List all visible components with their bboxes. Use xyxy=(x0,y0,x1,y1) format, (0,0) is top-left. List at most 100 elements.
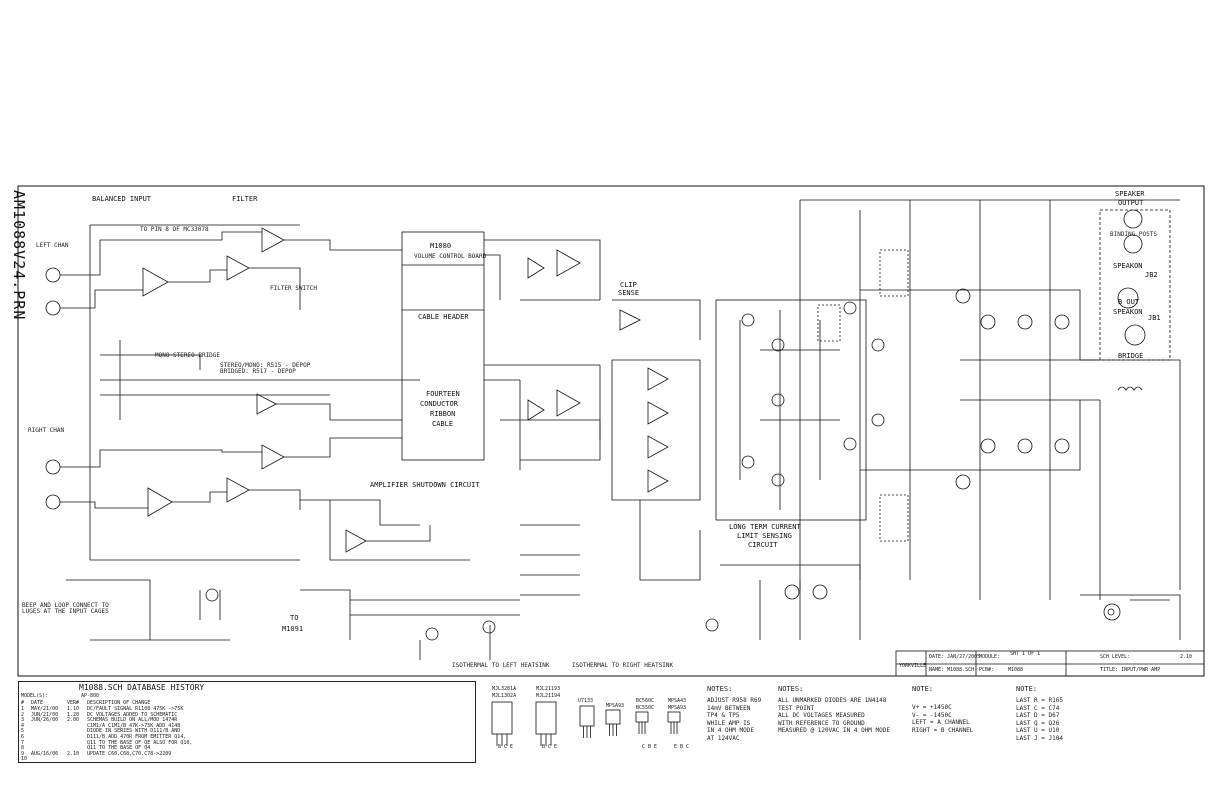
title-sch-level: SCH LEVEL: xyxy=(1100,654,1131,660)
label-circuit: CIRCUIT xyxy=(748,541,778,549)
db-row-cell: JUN/26/00 xyxy=(31,717,59,724)
label-speaker: SPEAKER xyxy=(1115,190,1145,198)
label-jb2: JB2 xyxy=(1145,271,1158,279)
db-row-cell: 1 xyxy=(21,706,25,712)
notes-2-title: NOTES: xyxy=(778,685,804,693)
db-header-3: DESCRIPTION OF CHANGE xyxy=(87,700,151,706)
package-name: U7133 xyxy=(578,698,594,704)
db-row-cell: SCHEMAS BUILD ON ALL/MOD 1474R xyxy=(87,717,178,724)
note-line: LEFT = A CHANNEL xyxy=(912,719,970,726)
package-name: BC560C xyxy=(636,698,655,704)
note-line: LAST R = R165 xyxy=(1016,697,1063,704)
package-name: MPSA93 xyxy=(668,705,687,711)
package-name: MPSA43 xyxy=(668,698,687,704)
label-speakon-2: SPEAKON xyxy=(1113,308,1143,316)
note-line: LAST U = U10 xyxy=(1016,727,1060,734)
label-cable: CABLE xyxy=(432,420,454,428)
db-row-cell: 2.10 xyxy=(67,750,80,757)
title-level-value: 2.10 xyxy=(1180,654,1193,660)
package-outline xyxy=(667,711,681,723)
db-row-cell: AUG/16/06 xyxy=(31,750,59,757)
note-line: LAST Q = Q26 xyxy=(1016,719,1060,727)
db-row-cell: Q11 TO THE BASE OF Q4 xyxy=(87,745,151,752)
label-to: TO xyxy=(290,614,299,622)
label-m1091: M1091 xyxy=(282,625,304,633)
db-row-cell: 3 xyxy=(21,717,25,724)
note-line: TEST POINT xyxy=(778,704,815,712)
note-line: ADJUST R958 R69 xyxy=(707,697,762,704)
package-outline xyxy=(635,711,649,723)
label-stereo-note: STEREO/MONO: R515 - DEPOP xyxy=(220,362,311,369)
label-m1080: M1080 xyxy=(430,242,452,250)
note-line: LAST C = C74 xyxy=(1016,704,1060,712)
label-isothermal-right: ISOTHERMAL TO RIGHT HEATSINK xyxy=(572,662,674,669)
db-row-cell: 2.00 xyxy=(67,717,80,724)
db-row-cell: 6 xyxy=(21,734,25,740)
label-jb1: JB1 xyxy=(1148,314,1161,322)
db-row-cell: C1M1/A C1M1/B 47K->75K ADD 4148 xyxy=(87,722,181,729)
title-sheet: SHT 1 OF 1 xyxy=(1010,651,1041,657)
label-filter-switch: FILTER SWITCH xyxy=(270,285,317,292)
package-outline xyxy=(491,701,513,735)
note-line: ALL UNMARKED DIODES ARE 1N4148 xyxy=(778,697,887,704)
db-row-cell: 4 xyxy=(21,722,25,729)
label-limit-sensing: LIMIT SENSING xyxy=(737,532,792,540)
db-header-2: VER# xyxy=(67,700,80,706)
db-row-cell: 9 xyxy=(21,750,25,757)
note-line: V+ = +1450C xyxy=(912,704,952,711)
note-line: 14mV BETWEEN xyxy=(707,704,751,712)
note-line: LAST J = J104 xyxy=(1016,734,1063,742)
db-row-cell: 8 xyxy=(21,745,25,752)
package-pins: C B E xyxy=(642,744,658,750)
db-history-title: M1088.SCH DATABASE HISTORY xyxy=(79,683,205,692)
label-balanced-input: BALANCED INPUT xyxy=(92,195,152,203)
db-row-cell: 10 xyxy=(21,756,28,763)
label-output: OUTPUT xyxy=(1118,199,1144,207)
label-left-chan: LEFT CHAN xyxy=(36,242,69,249)
label-ribbon: RIBBON xyxy=(430,410,456,418)
package-name: MJL21193 xyxy=(536,686,561,692)
package-outline xyxy=(605,709,621,725)
db-row-cell: MAY/21/00 xyxy=(31,706,59,712)
title-module: MODULE: xyxy=(979,654,1001,660)
package-pins: E B C xyxy=(674,744,690,750)
label-fourteen: FOURTEEN xyxy=(426,390,460,398)
note-line: WHILE AMP IS xyxy=(707,719,751,727)
label-isothermal-left: ISOTHERMAL TO LEFT HEATSINK xyxy=(452,662,550,669)
db-row-cell: Q11 TO THE BASE OF QE ALSO FOR Q10, xyxy=(87,739,193,746)
package-outline xyxy=(535,701,557,735)
db-row-cell: UPDATE C60,C68,C70,C78->2209 xyxy=(87,750,172,757)
label-binding-posts: BINDING POSTS xyxy=(1110,231,1157,238)
db-row-cell: 1.20 xyxy=(67,711,80,718)
label-sense: SENSE xyxy=(618,289,640,297)
package-name: MJL21194 xyxy=(536,693,561,699)
note-line: MEASURED @ 120VAC IN 4 OHM MODE xyxy=(778,727,890,734)
db-header-1: DATE xyxy=(31,700,44,706)
notes-4-title: NOTE: xyxy=(1016,685,1038,693)
package-pins: B C E xyxy=(498,744,514,750)
title-name: NAME: M1088.SCH xyxy=(929,667,975,673)
label-beep-note-2: LUGES AT THE INPUT CAGES xyxy=(22,608,109,615)
label-b-out: B OUT xyxy=(1118,298,1140,306)
db-row-cell: JUN/21/00 xyxy=(31,711,59,718)
title-pcb-label: PCB#: xyxy=(979,667,995,673)
label-to-pin: TO PIN 8 OF MC33078 xyxy=(140,226,209,233)
title-title: TITLE: INPUT/PWR AMP xyxy=(1100,667,1161,673)
title-pcb-value: M1088 xyxy=(1008,667,1024,673)
db-row-cell: 7 xyxy=(21,739,25,746)
package-name: MJL3281A xyxy=(492,686,517,692)
label-clip: CLIP xyxy=(620,281,637,289)
label-bridge-note: BRIDGED: R517 - DEPOP xyxy=(220,368,296,375)
label-right-chan: RIGHT CHAN xyxy=(28,427,65,434)
note-line: ALL DC VOLTAGES MEASURED xyxy=(778,712,865,719)
label-bridge: BRIDGE xyxy=(1118,352,1144,360)
note-line: LAST D = D67 xyxy=(1016,712,1060,719)
title-company: YORKVILLE xyxy=(899,663,927,669)
note-line: TP4 & TP5 xyxy=(707,712,740,719)
db-models-label: MODEL(S): xyxy=(21,693,49,699)
label-long-term-current: LONG TERM CURRENT xyxy=(729,523,801,531)
db-models-value: AP-800 xyxy=(81,693,100,699)
package-outlines xyxy=(491,701,681,746)
db-header-0: # xyxy=(21,700,25,706)
